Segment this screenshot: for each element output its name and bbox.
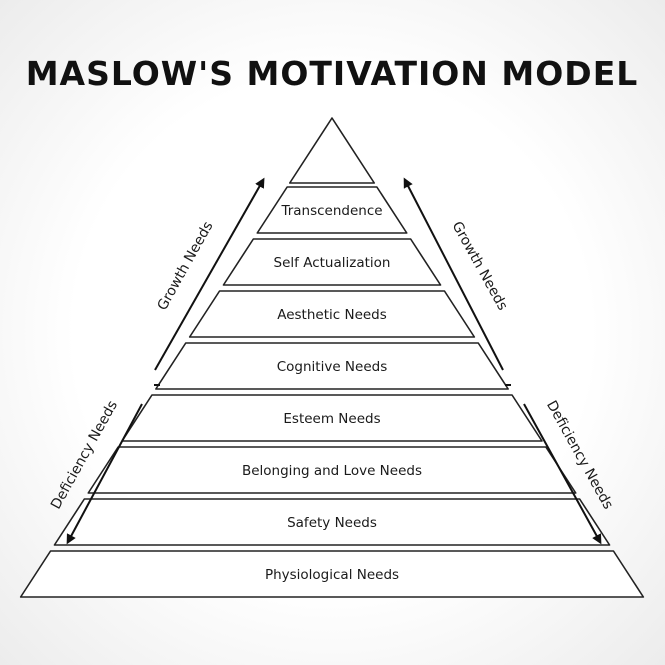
tier-label: Esteem Needs — [283, 411, 380, 427]
tier-shape — [53, 498, 611, 546]
tier-label: Self Actualization — [274, 255, 391, 271]
tier-shape — [19, 550, 645, 598]
tier-shape — [222, 238, 442, 286]
growth-needs-label-left: Growth Needs — [155, 219, 217, 313]
tier-label: Transcendence — [280, 203, 382, 219]
tier-1: Transcendence — [256, 186, 408, 234]
tier-3: Aesthetic Needs — [188, 290, 476, 338]
deficiency-needs-label-right: Deficiency Needs — [543, 398, 616, 512]
deficiency-needs-label-left: Deficiency Needs — [48, 398, 121, 512]
tier-shape — [188, 290, 476, 338]
tier-8: Physiological Needs — [19, 550, 645, 598]
tier-7: Safety Needs — [53, 498, 611, 546]
tier-shape — [155, 342, 509, 390]
pyramid-apex — [288, 117, 376, 184]
growth-arrow-left — [154, 177, 265, 371]
deficiency-arrow-right — [523, 403, 602, 545]
tier-5: Esteem Needs — [121, 394, 543, 442]
tier-2: Self Actualization — [222, 238, 442, 286]
tier-6: Belonging and Love Needs — [87, 446, 577, 494]
tier-shape — [87, 446, 577, 494]
tier-label: Safety Needs — [287, 515, 377, 531]
tier-label: Physiological Needs — [265, 567, 399, 583]
tier-label: Cognitive Needs — [277, 359, 388, 375]
tier-shape — [121, 394, 543, 442]
deficiency-arrow-left — [66, 403, 143, 545]
tier-label: Belonging and Love Needs — [242, 463, 422, 479]
growth-needs-label-right: Growth Needs — [448, 219, 510, 313]
growth-arrow-right — [403, 177, 504, 371]
tier-label: Aesthetic Needs — [277, 307, 387, 323]
tier-4: Cognitive Needs — [155, 342, 509, 390]
tier-shape — [256, 186, 408, 234]
diagram-title: MASLOW'S MOTIVATION MODEL — [26, 54, 639, 93]
